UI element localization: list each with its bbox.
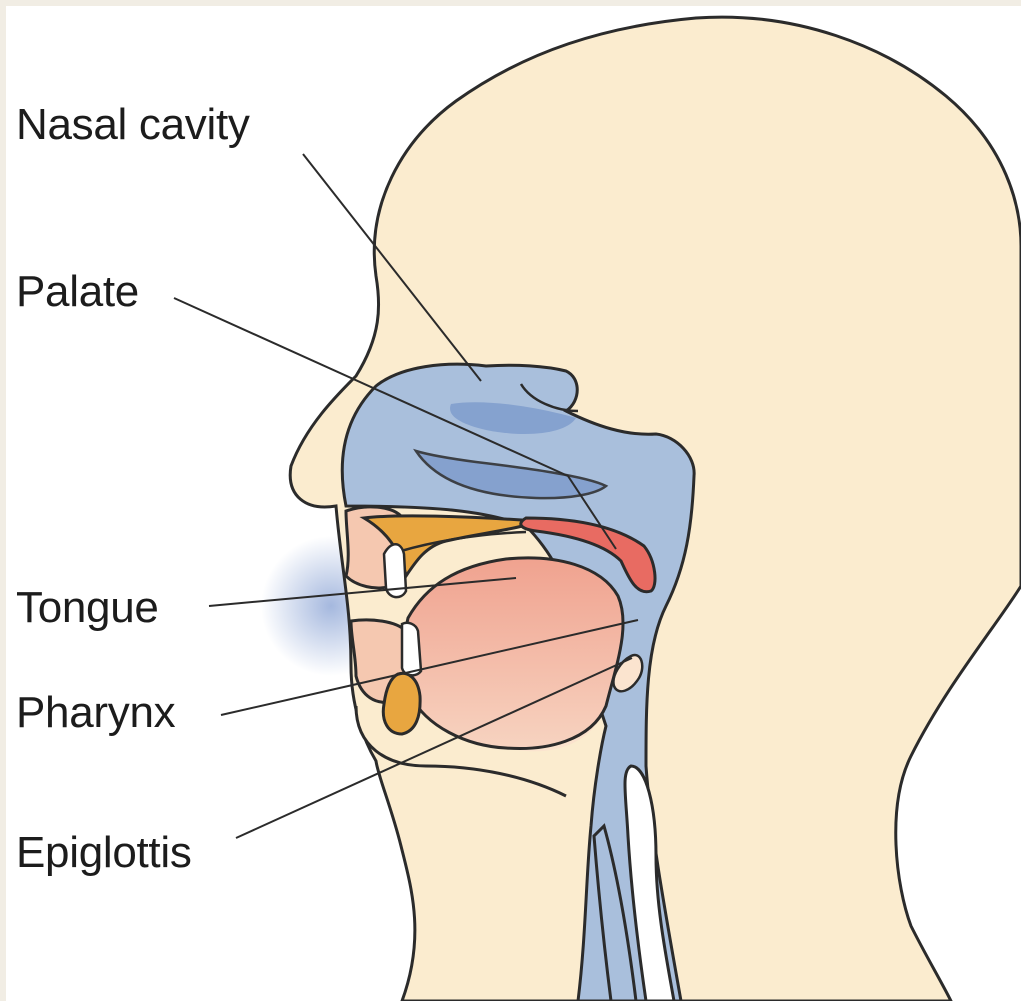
label-nasal-cavity: Nasal cavity xyxy=(16,103,250,147)
lower-tooth xyxy=(402,623,421,675)
diagram-panel: Nasal cavity Palate Tongue Pharynx Epigl… xyxy=(6,6,1021,1001)
label-palate: Palate xyxy=(16,270,139,314)
label-pharynx: Pharynx xyxy=(16,691,175,735)
label-tongue: Tongue xyxy=(16,586,159,630)
label-epiglottis: Epiglottis xyxy=(16,831,192,875)
tongue xyxy=(404,558,623,749)
mandible-bone xyxy=(383,673,420,734)
